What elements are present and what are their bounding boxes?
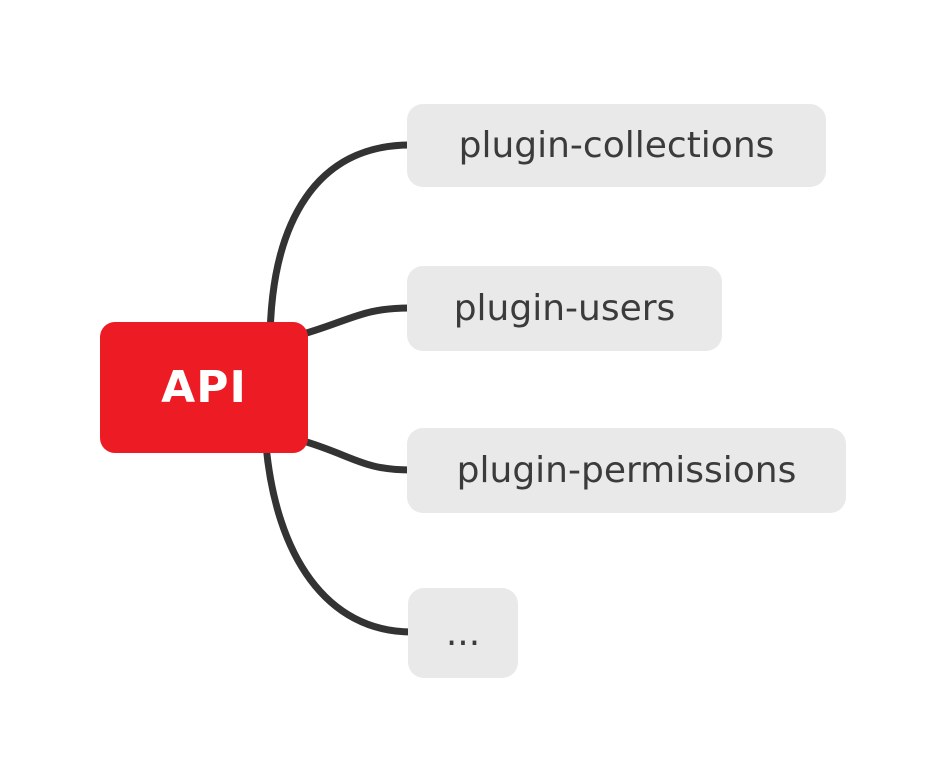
- node-plugin-collections-label: plugin-collections: [458, 125, 775, 166]
- node-api[interactable]: API: [100, 322, 308, 453]
- node-plugin-permissions[interactable]: plugin-permissions: [407, 428, 846, 513]
- node-plugin-users[interactable]: plugin-users: [407, 266, 722, 351]
- node-plugin-users-label: plugin-users: [453, 288, 676, 329]
- connector-api-to-plugin-collections: [266, 141, 414, 349]
- node-plugin-collections[interactable]: plugin-collections: [407, 104, 826, 187]
- node-api-label: API: [161, 362, 247, 413]
- node-plugin-permissions-label: plugin-permissions: [456, 450, 797, 491]
- node-more[interactable]: ...: [408, 588, 518, 678]
- node-more-label: ...: [445, 612, 481, 654]
- connector-api-to-plugin-permissions: [296, 436, 414, 474]
- connector-api-to-plugin-users: [296, 304, 414, 339]
- connector-api-to-more: [262, 441, 416, 636]
